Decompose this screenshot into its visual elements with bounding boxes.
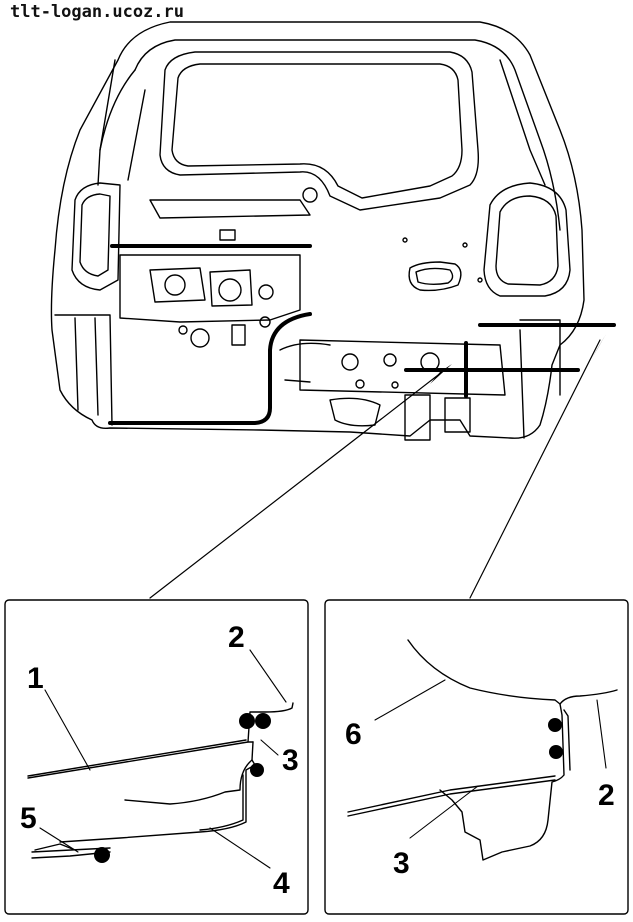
callout-left-1: 1: [27, 662, 44, 695]
weld-points: [94, 713, 563, 863]
weld-dot-left-4: [94, 847, 110, 863]
sealant-lines: [108, 244, 616, 425]
callout-right-2: 2: [598, 779, 615, 812]
leader-lines: [39, 649, 607, 869]
left-detail-drawing: [27, 702, 294, 859]
arrow-head-right: [592, 334, 606, 358]
weld-dot-right-1: [548, 718, 562, 732]
seal-line-lower-left: [108, 312, 312, 425]
detail-panel-left: [4, 599, 309, 915]
weld-dot-left-1: [239, 713, 255, 729]
callout-left-3: 3: [282, 744, 299, 777]
right-detail-drawing: [347, 639, 618, 861]
leader-3-right: [409, 785, 479, 839]
callout-right-6: 6: [345, 718, 362, 751]
weld-dot-left-2: [255, 713, 271, 729]
arrow-head-left: [430, 364, 452, 384]
watermark-text: tlt-logan.ucoz.ru: [10, 2, 184, 22]
arrow-line-left: [149, 371, 443, 599]
arrow-line-right: [469, 339, 601, 599]
callout-left-4: 4: [273, 867, 290, 900]
leader-1: [44, 689, 91, 771]
callout-left-5: 5: [20, 802, 37, 835]
vehicle-rear-body: [50, 21, 585, 441]
detail-panel-right: [324, 599, 629, 915]
callout-right-3: 3: [393, 847, 410, 880]
leader-3-left: [260, 739, 279, 756]
leader-2-right: [596, 699, 607, 769]
leader-6: [374, 679, 446, 721]
weld-dot-right-2: [549, 745, 563, 759]
leader-2-left: [249, 649, 287, 703]
pointer-arrows: [149, 339, 601, 599]
weld-dot-left-3: [250, 763, 264, 777]
leader-5: [39, 827, 79, 853]
leader-4: [209, 827, 271, 869]
callout-left-2: 2: [228, 621, 245, 654]
